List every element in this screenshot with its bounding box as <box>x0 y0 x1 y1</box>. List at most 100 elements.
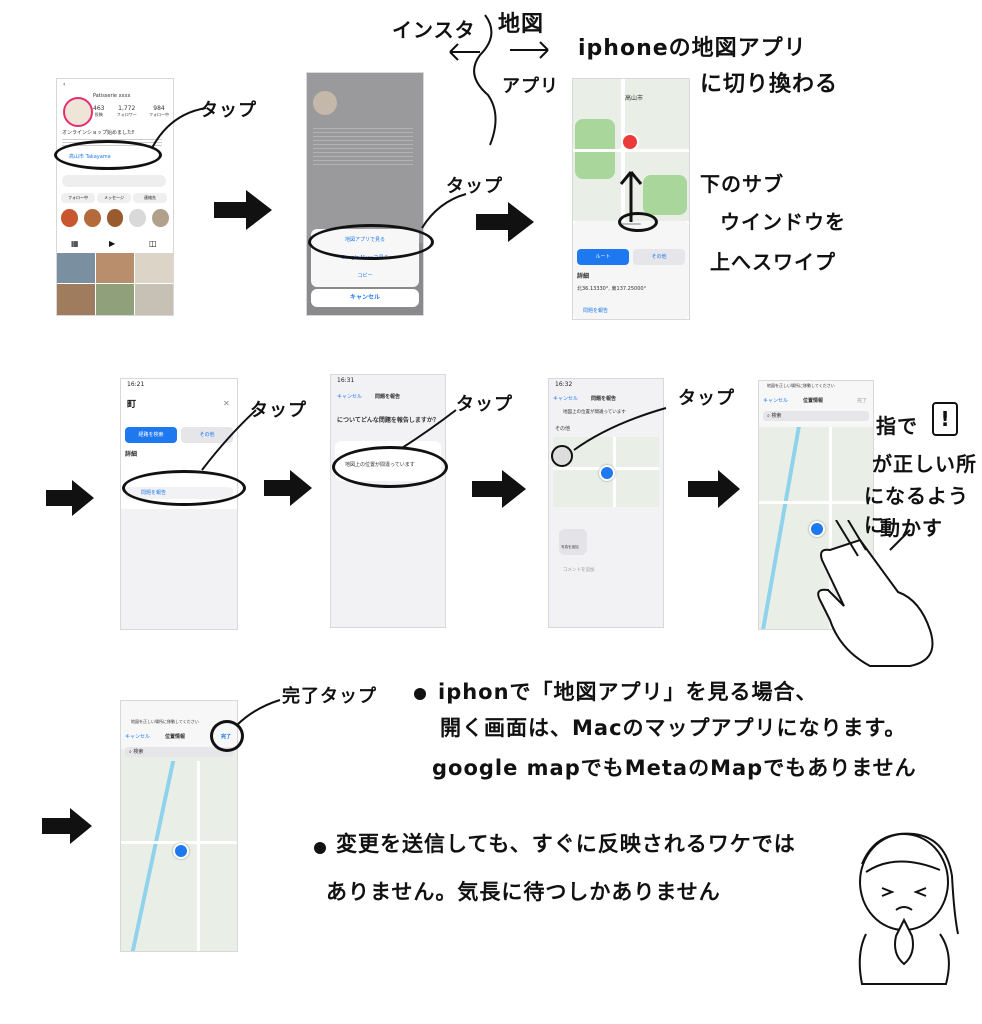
post-thumbnail[interactable] <box>57 253 95 283</box>
highlight-oval <box>122 470 246 506</box>
tap-label-2: タップ <box>446 176 503 197</box>
grid-icon[interactable]: ▦ <box>71 239 79 248</box>
arrow-right-icon <box>476 202 534 242</box>
search-field[interactable]: ⌕ 検索 <box>125 747 233 757</box>
status-bar: ‹ <box>63 81 66 88</box>
close-icon[interactable]: ✕ <box>223 399 230 408</box>
bullet-dot <box>414 688 426 700</box>
more-button[interactable]: その他 <box>181 427 233 443</box>
route-button[interactable]: 経路を検索 <box>125 427 177 443</box>
swipe-note-line2: ウインドウを <box>720 210 846 234</box>
tap-label-5: タップ <box>678 388 735 409</box>
location-pin-icon[interactable] <box>809 521 825 537</box>
pointer-line <box>235 699 281 727</box>
header: 地図を正しい場所に移動してください キャンセル 位置情報 完了 ⌕ 検索 <box>759 381 873 427</box>
screenshot-apple-maps: 高山市 ルート その他 詳細 北36.13330°, 東137.25000° 問… <box>572 78 690 320</box>
status-time: 16:32 <box>555 381 573 388</box>
other-label: その他 <box>555 426 571 432</box>
swipe-note-line1: 下のサブ <box>700 172 784 196</box>
contact-button[interactable]: 連絡先 <box>133 193 167 203</box>
pointer-line <box>151 107 207 149</box>
profile-name: Patisserie xxxx <box>93 93 131 99</box>
location-pin-icon <box>599 465 615 481</box>
arrow-right-icon <box>472 470 526 508</box>
route-button[interactable]: ルート <box>577 249 629 265</box>
switch-note-line1: iphoneの地図アプリ <box>578 36 807 61</box>
report-question: についてどんな問題を報告しますか？ <box>337 417 439 424</box>
coordinates: 北36.13330°, 東137.25000° <box>577 286 647 292</box>
done-tap-label: 完了タップ <box>282 686 377 707</box>
stat-num: 984 <box>153 105 165 112</box>
post-thumbnail[interactable] <box>96 284 134 315</box>
apps-label: アプリ <box>502 76 559 97</box>
details-heading: 詳細 <box>577 273 590 280</box>
move-hint: 地図を正しい場所に移動してください <box>767 383 835 388</box>
cancel-button[interactable]: キャンセル <box>125 734 151 740</box>
map-park <box>643 175 687 215</box>
river <box>130 761 176 951</box>
followers-row <box>62 175 166 187</box>
bullet-dot <box>314 842 326 854</box>
river <box>761 427 801 629</box>
comment-field[interactable]: コメントを追加 <box>563 568 595 573</box>
location-pin-icon <box>621 133 639 151</box>
highlight-oval <box>332 446 448 488</box>
bio-text: オンラインショップ始めました‼ <box>62 130 135 136</box>
highlight-circle[interactable] <box>129 209 147 227</box>
pointer-line <box>201 409 257 471</box>
post-thumbnail[interactable] <box>96 253 134 283</box>
note2-line1: 変更を送信しても、すぐに反映されるワケでは <box>336 832 796 856</box>
message-button[interactable]: メッセージ <box>97 193 131 203</box>
tap-label-1: タップ <box>200 100 257 121</box>
swipe-note-line3: 上へスワイプ <box>710 250 836 274</box>
edit-map-icon[interactable] <box>551 445 573 467</box>
arrow-right-icon <box>214 190 272 230</box>
tap-label-3: タップ <box>250 400 307 421</box>
reels-icon[interactable]: ▶ <box>109 239 116 248</box>
cancel-button[interactable]: キャンセル <box>763 398 789 404</box>
arrow-right-icon <box>264 470 312 506</box>
highlight-circle[interactable] <box>61 209 78 227</box>
arrow-right-icon <box>42 808 92 844</box>
stat-num: 1,772 <box>118 105 136 112</box>
highlights-row <box>61 209 169 231</box>
status-time: 16:21 <box>127 381 145 388</box>
note1-line3: google mapでもMetaのMapでもありません <box>432 756 917 780</box>
sheet-title: 問題を報告 <box>375 394 401 400</box>
tagged-icon[interactable]: ◫ <box>149 239 157 248</box>
cancel-button[interactable]: キャンセル <box>553 396 579 402</box>
done-button[interactable]: 完了 <box>857 398 868 404</box>
cancel-button[interactable]: キャンセル <box>337 394 363 400</box>
screenshot-report-details: 16:32 キャンセル 問題を報告 地図上の位置が間違っています その他 写真を… <box>548 378 664 628</box>
search-field[interactable]: ⌕ 検索 <box>763 411 869 421</box>
maps-label: 地図 <box>498 12 545 37</box>
highlight-circle[interactable] <box>83 209 101 227</box>
post-thumbnail[interactable] <box>57 284 95 315</box>
map-road <box>197 761 200 951</box>
highlight-oval <box>308 224 434 260</box>
details-heading: 詳細 <box>125 451 138 458</box>
screenshot-location-edit: 地図を正しい場所に移動してください キャンセル 位置情報 完了 ⌕ 検索 <box>758 380 874 630</box>
post-thumbnail[interactable] <box>135 284 173 315</box>
highlight-circle[interactable] <box>152 209 169 227</box>
highlight-circle[interactable] <box>106 209 124 227</box>
stat-label: 投稿 <box>94 112 103 117</box>
highlight-oval <box>210 720 244 752</box>
copy-option[interactable]: コピー <box>357 273 373 279</box>
stat-label: フォロワー <box>116 112 137 117</box>
report-link[interactable]: 問題を報告 <box>583 308 609 314</box>
pointer-line <box>573 407 667 451</box>
status-time: 16:31 <box>337 377 355 384</box>
screenshot-place-details: 16:21 町 ✕ 経路を検索 その他 詳細 問題を報告 <box>120 378 238 630</box>
move-hint: 地図を正しい場所に移動してください <box>131 719 199 724</box>
follow-button[interactable]: フォロー中 <box>61 193 95 203</box>
post-thumbnail[interactable] <box>135 253 173 283</box>
more-button[interactable]: その他 <box>633 249 685 265</box>
note1-line1: iphonで「地図アプリ」を見る場合、 <box>438 680 818 704</box>
add-photo-box[interactable]: 写真を追加 <box>559 529 587 555</box>
cancel-button[interactable]: キャンセル <box>349 294 380 301</box>
map-city-label: 高山市 <box>625 95 644 102</box>
sheet-title: 位置情報 <box>165 734 186 740</box>
